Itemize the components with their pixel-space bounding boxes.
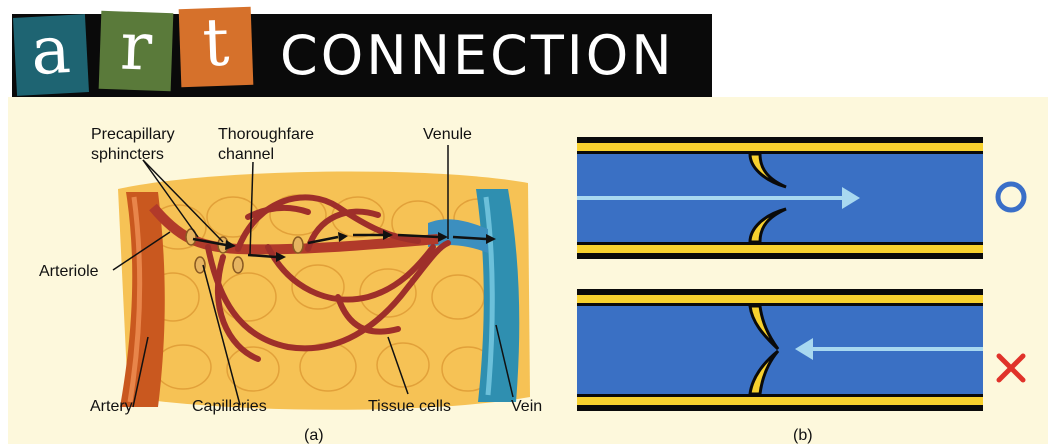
label-artery: Artery xyxy=(90,398,133,415)
label-thoroughfare-line2: channel xyxy=(218,146,274,163)
vessel-wall-bottom-lower xyxy=(577,397,983,405)
label-tissue-cells: Tissue cells xyxy=(368,398,451,415)
label-precapillary-line1: Precapillary xyxy=(91,126,175,143)
figure-panel: Precapillary sphincters Thoroughfare cha… xyxy=(8,97,1048,444)
correct-circle-icon xyxy=(998,184,1024,210)
vessel-wall-top-lower xyxy=(577,245,983,253)
valve-closed-diagram xyxy=(577,289,983,411)
banner-letter-r: r xyxy=(99,11,174,91)
banner-letter-a: a xyxy=(13,14,89,96)
incorrect-cross-icon xyxy=(999,356,1023,380)
label-arteriole: Arteriole xyxy=(39,263,99,280)
art-connection-banner: a r t CONNECTION xyxy=(0,0,712,97)
caption-a: (a) xyxy=(304,427,324,444)
valve-open-diagram xyxy=(577,137,983,259)
banner-letter-t: t xyxy=(179,7,254,87)
capillary-bed-illustration xyxy=(113,145,530,410)
vessel-wall-bottom-upper xyxy=(577,295,983,303)
label-venule: Venule xyxy=(423,126,472,143)
banner-title: CONNECTION xyxy=(280,24,675,88)
label-capillaries: Capillaries xyxy=(192,398,267,415)
label-precapillary-line2: sphincters xyxy=(91,146,164,163)
vessel-wall-top-upper xyxy=(577,143,983,151)
figure-svg: Precapillary sphincters Thoroughfare cha… xyxy=(8,97,1048,444)
caption-b: (b) xyxy=(793,427,813,444)
label-thoroughfare-line1: Thoroughfare xyxy=(218,126,314,143)
label-vein: Vein xyxy=(511,398,542,415)
